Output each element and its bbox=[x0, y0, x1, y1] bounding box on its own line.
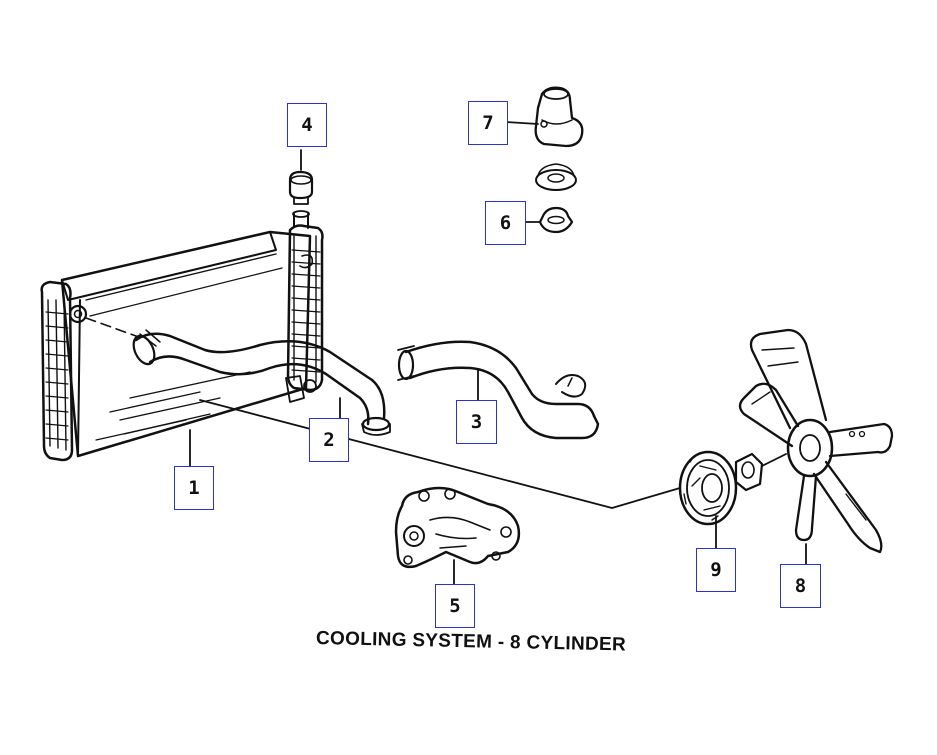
fan-clutch-drawing bbox=[678, 450, 787, 549]
callout-6[interactable]: 6 bbox=[485, 201, 526, 245]
lower-hose-drawing bbox=[397, 340, 600, 440]
radiator-drawing bbox=[40, 210, 324, 462]
callout-1[interactable]: 1 bbox=[174, 466, 214, 510]
callout-8[interactable]: 8 bbox=[780, 564, 821, 608]
callout-5[interactable]: 5 bbox=[435, 584, 475, 628]
callout-7[interactable]: 7 bbox=[468, 101, 508, 145]
callout-9[interactable]: 9 bbox=[696, 548, 736, 592]
callout-3[interactable]: 3 bbox=[456, 400, 497, 444]
thermostat-housing-drawing bbox=[505, 86, 584, 148]
callout-2[interactable]: 2 bbox=[309, 418, 349, 462]
water-pump-drawing bbox=[394, 486, 521, 587]
callout-4[interactable]: 4 bbox=[287, 103, 327, 147]
alignment-line bbox=[199, 399, 613, 509]
fan-blade-drawing bbox=[738, 328, 894, 567]
thermostat-drawing bbox=[525, 163, 577, 234]
radiator-cap-drawing bbox=[288, 149, 314, 205]
